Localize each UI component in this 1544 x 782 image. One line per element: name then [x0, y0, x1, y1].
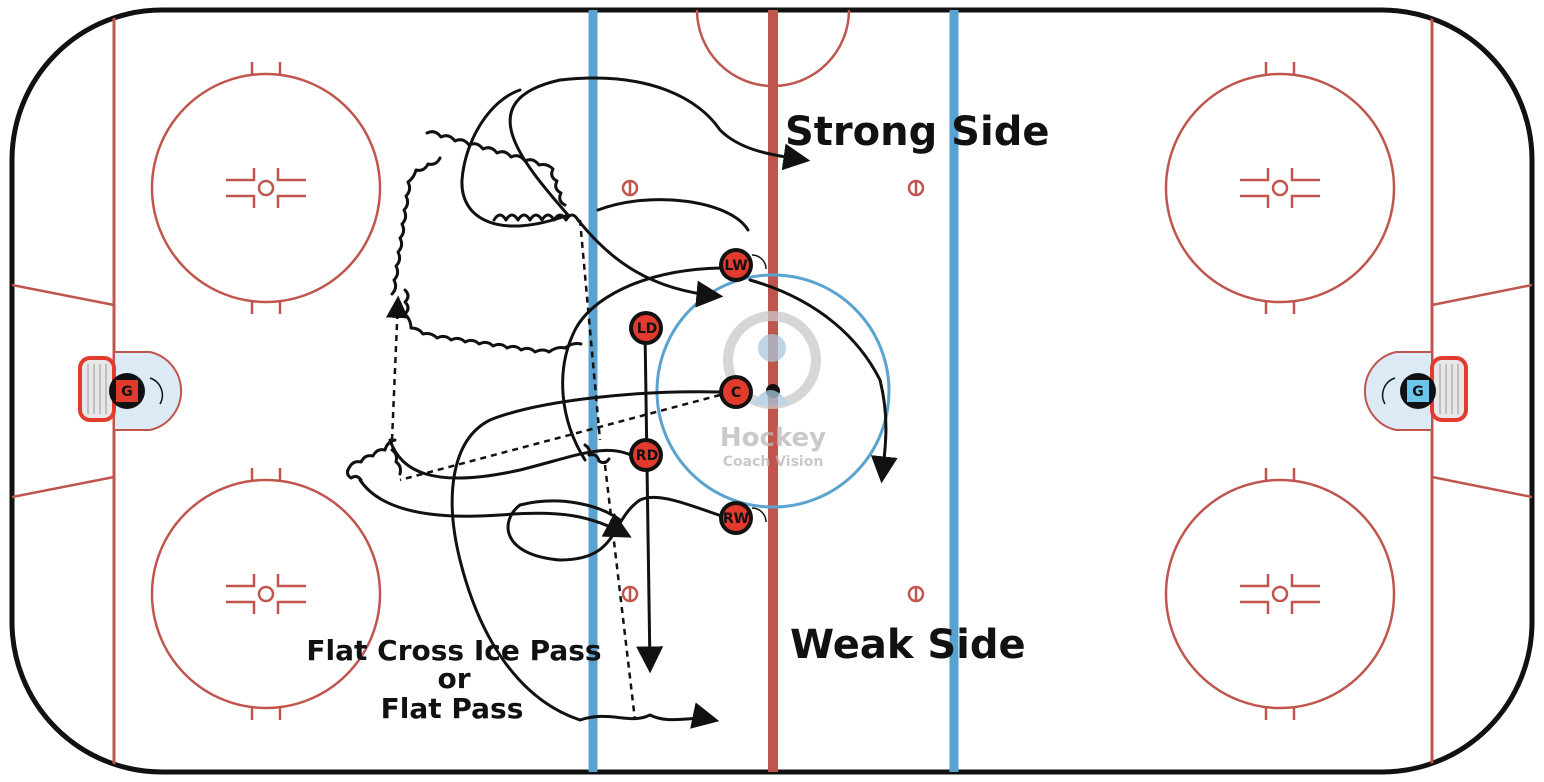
neutral-zone-dots — [621, 179, 925, 603]
player-ld[interactable]: LD — [629, 311, 663, 345]
pass-label-line2: or — [437, 662, 470, 695]
player-lw-label: LW — [724, 258, 747, 274]
player-ld-label: LD — [637, 321, 658, 337]
goalie-left[interactable]: G — [109, 373, 164, 409]
pass-lines — [385, 219, 721, 721]
skating-paths — [358, 76, 898, 729]
strong-side-label: Strong Side — [785, 109, 1049, 155]
referee-crease — [695, 10, 851, 88]
trapezoid-line — [1431, 283, 1532, 307]
logo-text-coach-vision: Coach Vision — [723, 454, 824, 470]
player-rw[interactable]: RW — [719, 501, 767, 535]
faceoff-circle-left-bottom — [150, 468, 382, 720]
player-rd-label: RD — [636, 448, 658, 464]
stickhandling-paths — [345, 130, 611, 482]
player-rd[interactable]: RD — [629, 438, 663, 472]
faceoff-circle-right-top — [1164, 62, 1396, 314]
player-c[interactable]: C — [719, 375, 753, 409]
trapezoid-line — [12, 475, 115, 499]
faceoff-circle-left-top — [150, 62, 382, 314]
weak-side-label: Weak Side — [790, 622, 1026, 668]
goalie-left-label: G — [121, 384, 133, 400]
trapezoid-line — [1431, 475, 1532, 499]
player-rw-label: RW — [723, 511, 749, 527]
faceoff-circle-right-bottom — [1164, 468, 1396, 720]
player-lw[interactable]: LW — [719, 248, 767, 282]
hockey-coach-vision-logo: Hockey Coach Vision — [720, 311, 826, 470]
goalie-right[interactable]: G — [1381, 373, 1436, 409]
goalie-right-label: G — [1412, 384, 1424, 400]
pass-label-line1: Flat Cross Ice Pass — [306, 634, 601, 667]
trapezoid-line — [12, 283, 115, 307]
player-c-label: C — [731, 385, 741, 401]
pass-label-line3: Flat Pass — [381, 692, 524, 725]
goal-left — [78, 351, 183, 431]
goal-right — [1363, 351, 1468, 431]
center-ice-circle — [655, 273, 891, 509]
logo-text-hockey: Hockey — [720, 423, 826, 453]
